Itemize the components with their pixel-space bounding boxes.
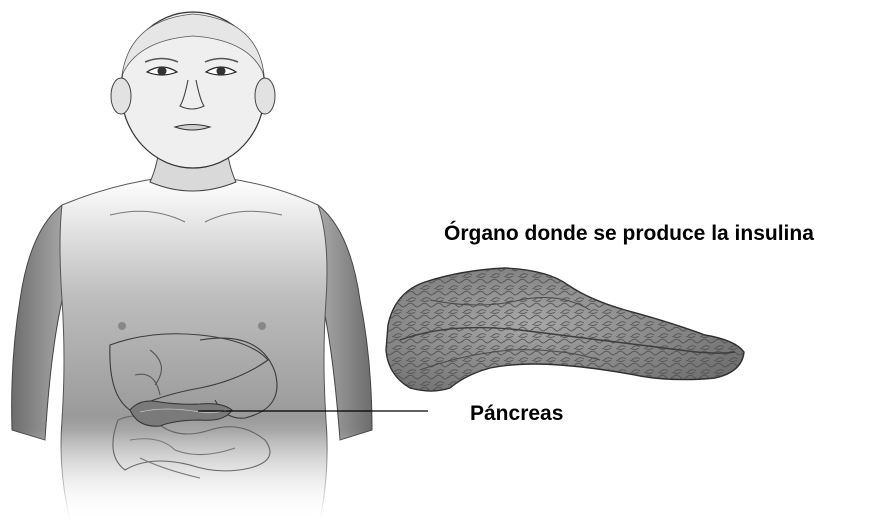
child-body-illustration: [0, 12, 400, 520]
left-ear: [111, 78, 131, 114]
organ-title-label: Órgano donde se produce la insulina: [444, 222, 814, 246]
pancreas-illustration: [386, 268, 744, 391]
pancreas-label: Páncreas: [470, 402, 563, 426]
right-ear: [255, 78, 275, 114]
